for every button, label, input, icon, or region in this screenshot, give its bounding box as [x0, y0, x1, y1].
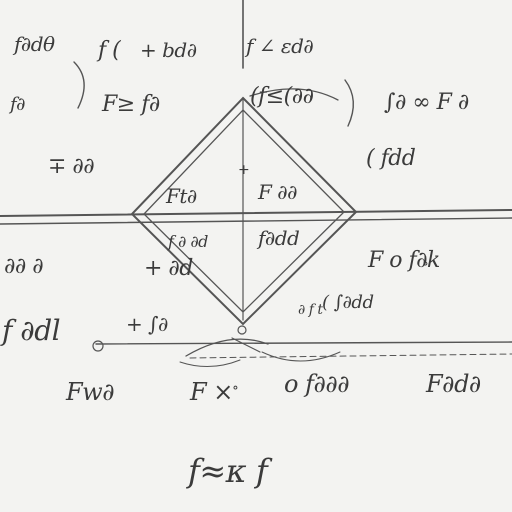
note-left-row2: f∂ — [10, 94, 25, 115]
circle-marker-2: ∘ — [232, 380, 239, 396]
plus-marker-upper: + — [238, 162, 250, 178]
note-diamond-upper-left: Ft∂ — [166, 184, 197, 208]
note-bottom-mid: F × — [190, 378, 233, 406]
note-right-row5: ( ∫∂dd — [322, 292, 374, 313]
note-top-left: f∂dθ — [14, 32, 55, 56]
note-diamond-lower-right: f∂dd — [258, 226, 300, 250]
note-mid-row2: F≥ f∂ — [102, 92, 160, 117]
note-diamond-upper-right: F ∂∂ — [258, 180, 297, 204]
note-right-row2: (f≤(∂∂ — [250, 84, 314, 109]
note-diamond-lower-left: f ∂ ∂d — [168, 232, 208, 251]
note-right-row5-small: ∂ f t — [298, 302, 323, 318]
note-left-row5: f ∂dl — [2, 314, 61, 347]
note-bottom-mid-right: o f∂∂∂ — [284, 370, 350, 398]
note-top-right: f ∠ εd∂ — [246, 34, 314, 58]
note-top-mid: + bd∂ — [140, 38, 197, 62]
note-bottom-center: f≈κ f — [188, 452, 268, 490]
note-bottom-left: Fw∂ — [66, 378, 115, 406]
note-right-row3: ( fdd — [366, 146, 416, 171]
note-far-right-row2: ∫∂ ∞ F ∂ — [384, 90, 469, 115]
note-bottom-right: F∂d∂ — [426, 370, 481, 398]
note-left-row3: ∓ ∂∂ — [48, 154, 95, 179]
note-left-row4-plus: + ∂d — [144, 256, 193, 281]
note-mid-row5: + ∫∂ — [126, 312, 168, 336]
note-top-left-2: f ( — [98, 38, 121, 63]
note-left-row4: ∂∂ ∂ — [4, 254, 44, 279]
circle-marker-1: ∘ — [422, 256, 429, 272]
note-right-row4: F o f∂k — [368, 248, 440, 273]
